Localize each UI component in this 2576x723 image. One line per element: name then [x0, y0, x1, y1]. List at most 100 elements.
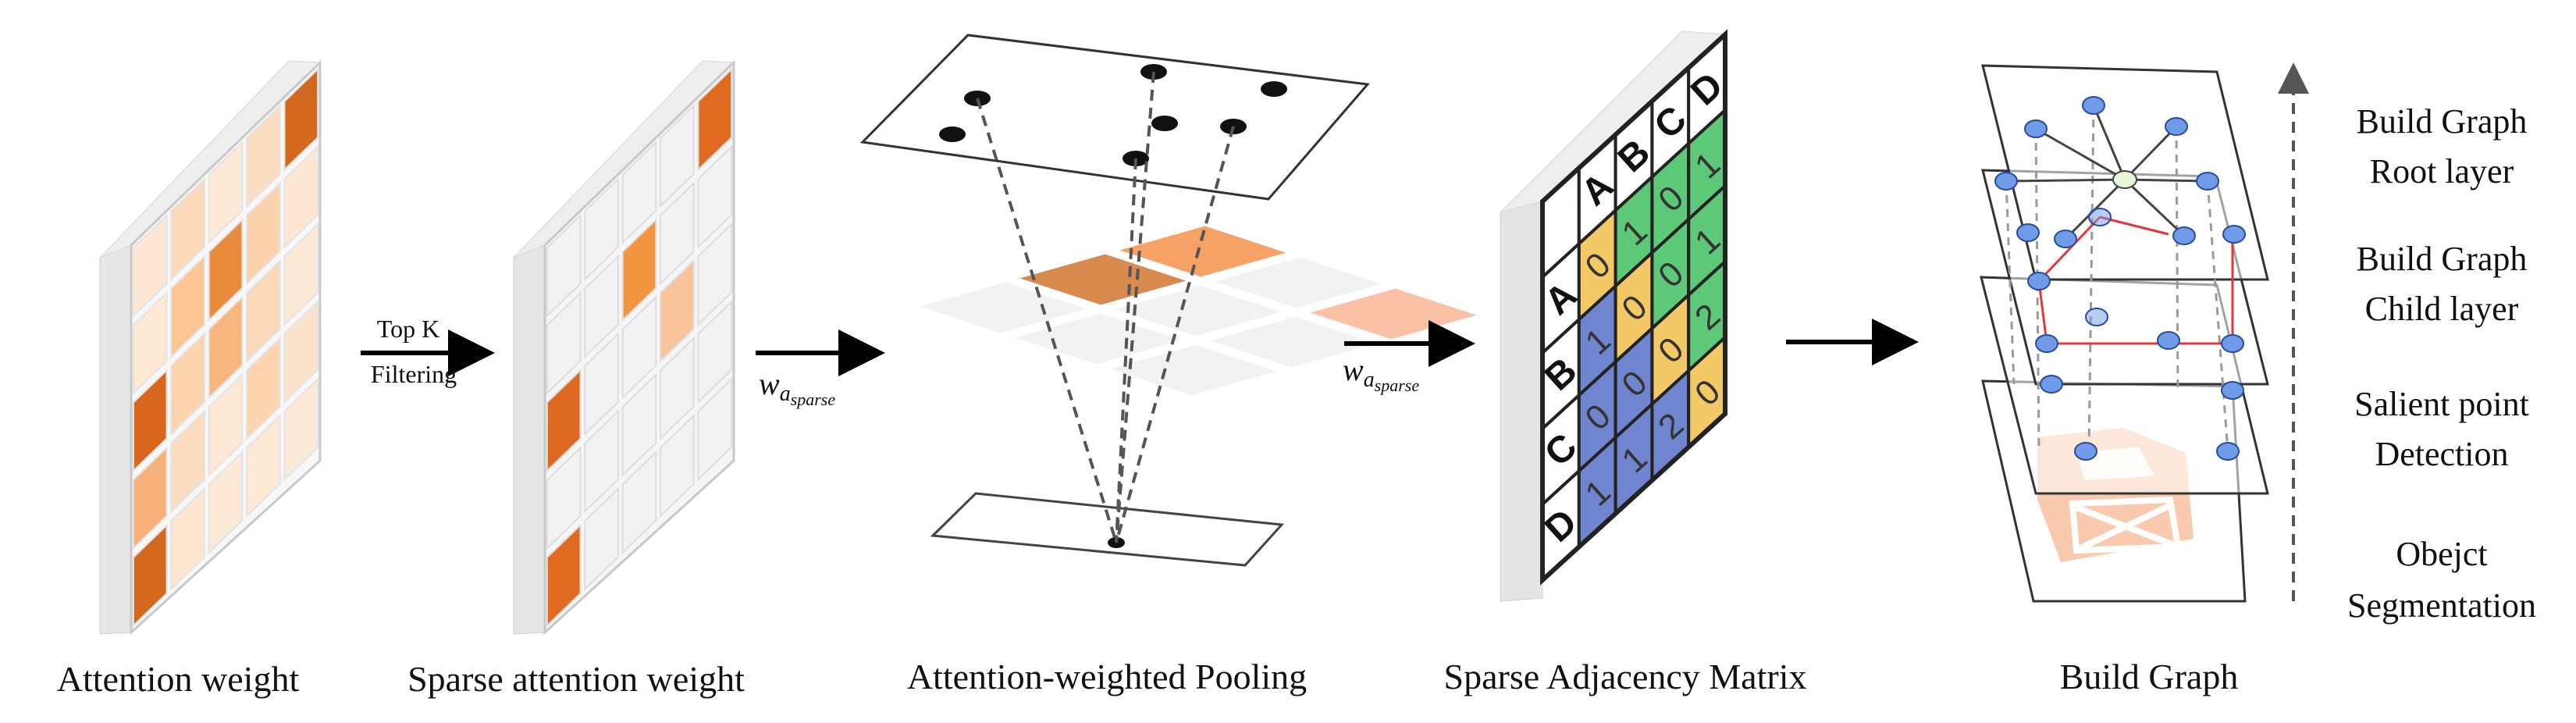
- topk-filtering-arrow: Top K Filtering: [361, 315, 495, 388]
- pooling-middle-grid: [906, 222, 1490, 400]
- graph-node: [2082, 96, 2105, 115]
- caption-sparse-adjacency-matrix: Sparse Adjacency Matrix: [1444, 657, 1807, 696]
- graph-node: [2172, 226, 2196, 245]
- sparse-attention-cell: [621, 450, 657, 554]
- attention-cell: [170, 409, 205, 514]
- root-layer-label-line1: Build Graph: [2357, 102, 2528, 141]
- adjacency-arrow: wasparse: [1343, 320, 1475, 395]
- graph-node: [2054, 230, 2077, 248]
- attention-cell: [283, 222, 319, 326]
- pooling-panel: [859, 34, 1490, 567]
- pooling-grid-cell: [1006, 250, 1200, 309]
- graph-root-edge: [2124, 178, 2208, 183]
- graph-node: [2165, 117, 2188, 136]
- attention-cell: [170, 486, 205, 591]
- pooling-dashed-line: [1115, 71, 1155, 543]
- graph-node: [2196, 172, 2219, 191]
- pooling-top-point: [1151, 116, 1178, 131]
- pooling-dashed-lines: [976, 71, 1235, 543]
- graph-node: [2024, 119, 2048, 138]
- graph-node: [2222, 225, 2246, 244]
- pooling-grid-cell: [1201, 253, 1395, 312]
- sparse-attention-cell: [584, 409, 619, 514]
- graph-root-edge: [2035, 127, 2126, 181]
- graph-node: [2035, 334, 2058, 353]
- graph-node: [2040, 375, 2063, 394]
- attention-cell: [246, 414, 281, 518]
- captions: Attention weight Sparse attention weight…: [57, 657, 2239, 699]
- sparse-attention-cell: [697, 222, 733, 326]
- segmentation-label-line2: Segmentation: [2347, 586, 2536, 625]
- pooling-dashed-line: [1115, 126, 1235, 543]
- adjacency-panel-border: [1540, 29, 1727, 586]
- graph-node: [2216, 442, 2240, 461]
- graph-node: [2221, 334, 2244, 353]
- graph-node: [2027, 272, 2051, 290]
- pooling-dashed-line: [976, 98, 1118, 543]
- sparse-attention-cell: [584, 176, 619, 281]
- attention-cell: [132, 290, 168, 395]
- caption-build-graph: Build Graph: [2060, 657, 2239, 696]
- caption-attention-weight: Attention weight: [57, 659, 300, 699]
- pooling-arrow: wasparse: [756, 329, 885, 409]
- topk-label-line2: Filtering: [371, 360, 457, 388]
- sparse-attention-cell: [697, 300, 733, 404]
- attention-cell: [132, 213, 168, 318]
- attention-cell: [208, 372, 244, 477]
- sparse-attention-cells: [546, 67, 733, 628]
- root-layer-label-line2: Root layer: [2370, 152, 2514, 191]
- sparse-attention-cell: [584, 255, 619, 359]
- sparse-attention-panel: [513, 59, 735, 636]
- attention-cell: [132, 523, 168, 628]
- child-layer-label-line2: Child layer: [2365, 290, 2519, 328]
- graph-vertical-dash: [2087, 105, 2095, 452]
- layer-labels: Build Graph Root layer Build Graph Child…: [2347, 102, 2536, 625]
- caption-attention-weighted-pooling: Attention-weighted Pooling: [907, 657, 1307, 696]
- attention-cell: [246, 181, 281, 286]
- weight-symbol-2: wasparse: [1343, 352, 1419, 395]
- sparse-attention-cell: [697, 144, 733, 249]
- graph-node: [2157, 331, 2180, 350]
- sparse-attention-cell: [621, 141, 657, 245]
- pooling-top-point: [1261, 81, 1287, 97]
- build-graph-panel: [1980, 64, 2269, 603]
- graph-nodes: [1994, 96, 2246, 461]
- pooling-dashed-line: [1115, 158, 1137, 543]
- graph-vertical-dash: [2206, 180, 2229, 452]
- sparse-attention-cell: [660, 414, 695, 518]
- sparse-attention-cell: [621, 218, 657, 322]
- attention-cell: [283, 377, 319, 482]
- sparse-attention-cell: [546, 523, 582, 628]
- attention-cell: [132, 369, 168, 473]
- sparse-attention-cell: [546, 213, 582, 318]
- graph-vertical-dash: [2005, 180, 2016, 385]
- graph-child-edge: [2037, 215, 2101, 283]
- topk-label-line1: Top K: [377, 315, 439, 343]
- graph-root-edge: [2092, 105, 2126, 180]
- graph-vertical-dash: [2175, 126, 2179, 391]
- attention-cell: [283, 144, 319, 249]
- attention-cell: [283, 300, 319, 404]
- pooling-grid-cell: [1106, 222, 1300, 281]
- sparse-attention-cell: [697, 377, 733, 482]
- graph-node: [2085, 308, 2108, 326]
- attention-weight-panel-side: [99, 244, 132, 635]
- salient-label-line1: Salient point: [2354, 385, 2529, 423]
- attention-cell: [246, 336, 281, 440]
- sparse-attention-cell: [660, 258, 695, 363]
- sparse-attention-cell: [621, 295, 657, 400]
- pooling-bottom-plane: [930, 492, 1285, 567]
- sparse-attention-cell: [660, 104, 695, 208]
- child-layer-label-line1: Build Graph: [2357, 240, 2528, 278]
- sparse-attention-cell: [546, 446, 582, 550]
- sparse-attention-cell: [621, 372, 657, 477]
- pooling-grid-cell: [1101, 281, 1295, 340]
- attention-cell: [170, 332, 205, 436]
- graph-root-node: [2112, 170, 2137, 189]
- sparse-attention-cell: [660, 336, 695, 440]
- sparse-attention-cell: [546, 369, 582, 473]
- attention-cell: [170, 255, 205, 359]
- pooling-grid-cell: [1002, 309, 1195, 369]
- attention-cell: [246, 258, 281, 363]
